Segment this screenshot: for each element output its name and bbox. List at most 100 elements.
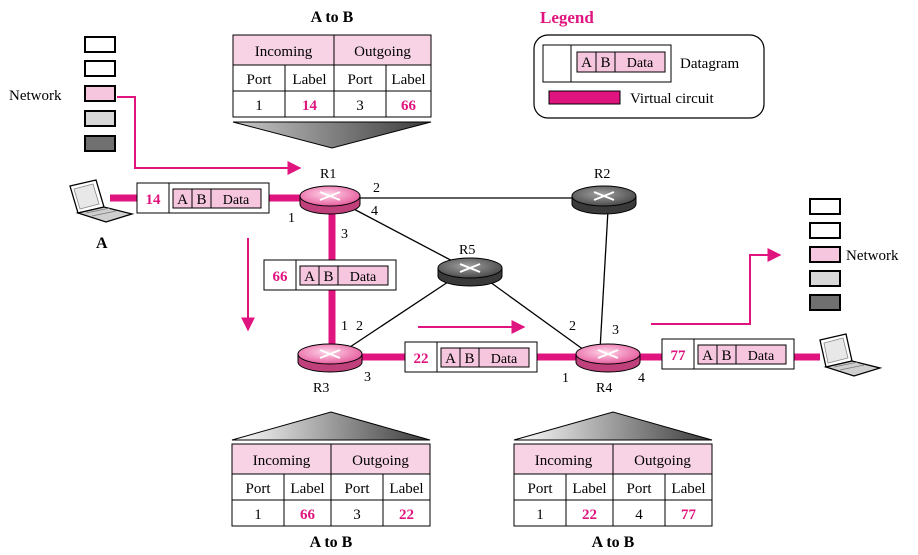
cell-out-label: 66 (401, 98, 417, 114)
link-r2-r4 (599, 209, 609, 351)
packet-field-b: B (196, 192, 206, 208)
header-label: Label (290, 481, 324, 497)
port-label: 2 (373, 181, 380, 196)
cell-in-label: 66 (300, 507, 316, 523)
packet-field-data: Data (748, 349, 775, 364)
port-label: 1 (341, 319, 348, 334)
legend-title: Legend (540, 8, 594, 27)
network-stack-right: Network (809, 198, 899, 311)
header-port: Port (626, 481, 652, 497)
network-label-right: Network (846, 248, 899, 264)
legend: Legend A B Data Datagram Virtual circuit (533, 8, 765, 119)
network-box-highlight (809, 246, 841, 263)
table-r4: Incoming Outgoing Port Label Port Label … (513, 411, 713, 551)
header-label: Label (671, 481, 705, 497)
link-r1-r5 (349, 206, 461, 266)
cell-in-port: 1 (254, 507, 262, 523)
header-incoming: Incoming (255, 44, 313, 60)
packet-field-b: B (464, 351, 474, 367)
packet-r3-r4: 22 A B Data (404, 341, 538, 373)
host-a-label: A (96, 235, 108, 252)
network-box (84, 36, 116, 53)
port-label: 2 (356, 319, 363, 334)
header-port: Port (344, 481, 370, 497)
legend-datagram-label: Datagram (680, 56, 739, 72)
port-label: 4 (638, 371, 645, 386)
port-label: 3 (341, 227, 348, 242)
network-box (84, 110, 116, 127)
cell-in-label: 14 (302, 98, 318, 114)
router-r4-icon (575, 343, 641, 373)
arrow-network-to-r1 (117, 96, 302, 175)
port-label: 1 (562, 371, 569, 386)
cell-in-label: 22 (582, 507, 597, 523)
legend-vc-swatch (548, 90, 621, 105)
header-outgoing: Outgoing (354, 44, 411, 60)
network-box-highlight (84, 85, 116, 102)
table-pointer (232, 121, 432, 149)
packet-vc-label: 14 (146, 192, 162, 208)
router-r3-label: R3 (313, 381, 329, 396)
packet-vc-label: 22 (414, 351, 429, 367)
port-label: 4 (371, 204, 378, 219)
packet-field-b: B (323, 269, 333, 285)
header-port: Port (245, 481, 271, 497)
table-r1: A to B Incoming Outgoing Port Label Port… (232, 9, 432, 149)
arrow-r4-to-network (651, 248, 782, 325)
port-labels: 2 4 1 3 1 2 3 2 3 1 4 (288, 181, 645, 386)
network-box (84, 60, 116, 77)
network-stack-left: Network (9, 36, 116, 152)
header-label: Label (391, 72, 425, 88)
packet-field-a: A (304, 269, 315, 285)
network-box (809, 222, 841, 239)
table-title: A to B (310, 534, 353, 551)
network-box (809, 198, 841, 215)
cell-in-port: 1 (255, 98, 263, 114)
legend-vc-label: Virtual circuit (630, 91, 714, 107)
cell-out-port: 3 (353, 507, 361, 523)
packet-vc-label: 77 (671, 348, 687, 364)
cell-out-label: 22 (399, 507, 414, 523)
laptop-a-icon (69, 179, 135, 223)
packet-field-a: A (445, 351, 456, 367)
packet-field-a: A (702, 348, 713, 364)
network-box (809, 294, 841, 311)
table-pointer (513, 411, 713, 441)
packet-field-a: A (177, 192, 188, 208)
router-r5-label: R5 (459, 243, 475, 258)
router-r4-label: R4 (596, 381, 612, 396)
table-title: A to B (311, 9, 354, 26)
port-label: 3 (364, 370, 371, 385)
direction-arrows (117, 96, 782, 334)
table-pointer (231, 411, 431, 441)
network-box (84, 135, 116, 152)
packet-a-r1: 14 A B Data (136, 182, 270, 214)
header-port: Port (527, 481, 553, 497)
legend-field-data: Data (627, 56, 654, 71)
router-r2-label: R2 (594, 167, 610, 182)
packet-r4-b: 77 A B Data (661, 338, 795, 370)
link-r5-r4 (489, 281, 585, 351)
network-label-left: Network (9, 88, 62, 104)
table-r3: Incoming Outgoing Port Label Port Label … (231, 411, 431, 551)
header-label: Label (389, 481, 423, 497)
router-r5-icon (437, 257, 503, 287)
table-title: A to B (592, 534, 635, 551)
packet-field-b: B (721, 348, 731, 364)
port-label: 2 (569, 319, 576, 334)
header-incoming: Incoming (535, 453, 593, 469)
legend-field-a: A (581, 55, 592, 71)
laptop-b-icon (819, 333, 883, 377)
header-port: Port (347, 72, 373, 88)
cell-in-port: 1 (536, 507, 544, 523)
header-incoming: Incoming (253, 453, 311, 469)
port-label: 3 (612, 323, 619, 338)
legend-field-b: B (600, 55, 610, 71)
router-r3-icon (297, 343, 363, 373)
packet-field-data: Data (223, 193, 250, 208)
packet-field-data: Data (491, 352, 518, 367)
network-box (809, 270, 841, 287)
cell-out-port: 3 (356, 98, 364, 114)
cell-out-port: 4 (635, 507, 643, 523)
